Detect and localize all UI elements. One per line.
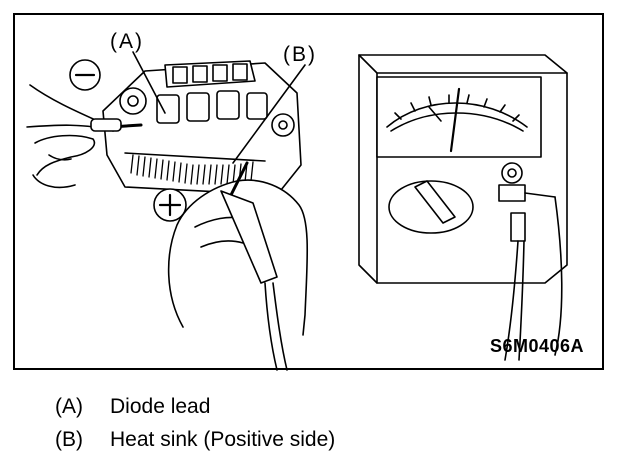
callout-a-label: (A) — [110, 30, 144, 53]
negative-symbol — [69, 59, 101, 91]
rectifier-assembly — [102, 60, 302, 196]
legend-item: (A) Diode lead — [55, 395, 335, 428]
legend-text: Diode lead — [110, 395, 211, 418]
legend: (A) Diode lead (B) Heat sink (Positive s… — [55, 395, 335, 461]
diode-test-illustration — [26, 51, 568, 371]
legend-key: (B) — [55, 428, 83, 451]
figure-code: S6M0406A — [489, 336, 584, 356]
right-hand — [167, 161, 309, 371]
legend-key: (A) — [55, 395, 83, 418]
multimeter — [358, 54, 568, 361]
leader-line-a — [132, 51, 166, 114]
positive-symbol — [153, 188, 187, 222]
figure-frame: (A) (B) S6M0406A — [13, 13, 604, 371]
legend-text: Heat sink (Positive side) — [110, 428, 336, 451]
callout-b-label: (B) — [283, 43, 317, 66]
legend-item: (B) Heat sink (Positive side) — [55, 428, 335, 461]
left-hand — [26, 84, 143, 189]
leader-line-b — [232, 64, 306, 164]
